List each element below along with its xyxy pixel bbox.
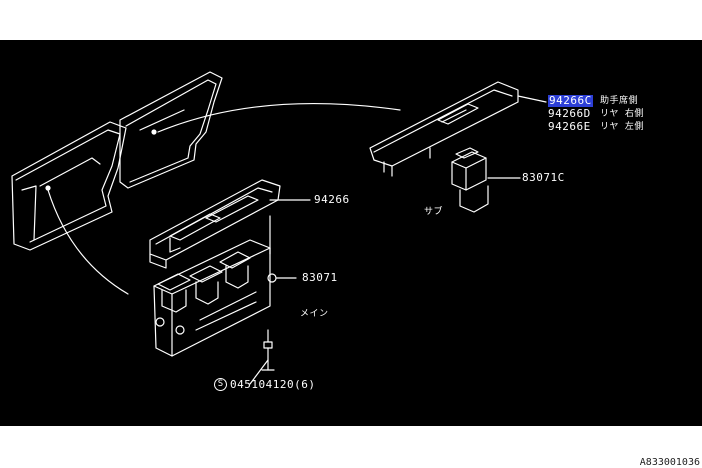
main-switch-body	[153, 239, 271, 357]
label-sub: サブ	[424, 207, 444, 217]
label-83071: 83071	[302, 271, 338, 284]
sub-window-switch	[451, 147, 489, 213]
label-94266C: 94266C	[548, 94, 593, 107]
label-94266E: 94266E	[548, 120, 591, 133]
bolt-045104120	[261, 329, 275, 371]
label-94266: 94266	[314, 193, 350, 206]
label-94266E-note: リヤ 左側	[600, 122, 644, 132]
door-trim-panel-rear	[45, 71, 223, 191]
parts-diagram-canvas: 94266C 助手席側 94266D リヤ 右側 94266E リヤ 左側 83…	[0, 40, 702, 426]
label-94266D: 94266D	[548, 107, 591, 120]
screw-83071	[267, 273, 297, 283]
main-switch-bezel	[149, 179, 281, 269]
label-bolt: 045104120(6)	[230, 378, 316, 391]
leader-curve-sub	[157, 102, 401, 133]
door-trim-panel-front	[11, 121, 127, 251]
leader-bolt	[249, 359, 269, 385]
label-94266D-note: リヤ 右側	[600, 109, 644, 119]
bolt-symbol-icon: S	[214, 378, 227, 391]
label-83071C: 83071C	[522, 171, 565, 184]
label-94266C-note: 助手席側	[600, 96, 639, 106]
label-main: メイン	[300, 309, 329, 319]
sub-switch-panel	[369, 81, 519, 177]
drawing-code: A833001036	[639, 457, 700, 468]
exploded-parts-drawing	[11, 71, 547, 385]
leader-curve-main	[47, 189, 129, 295]
leader-94266C	[517, 95, 547, 103]
